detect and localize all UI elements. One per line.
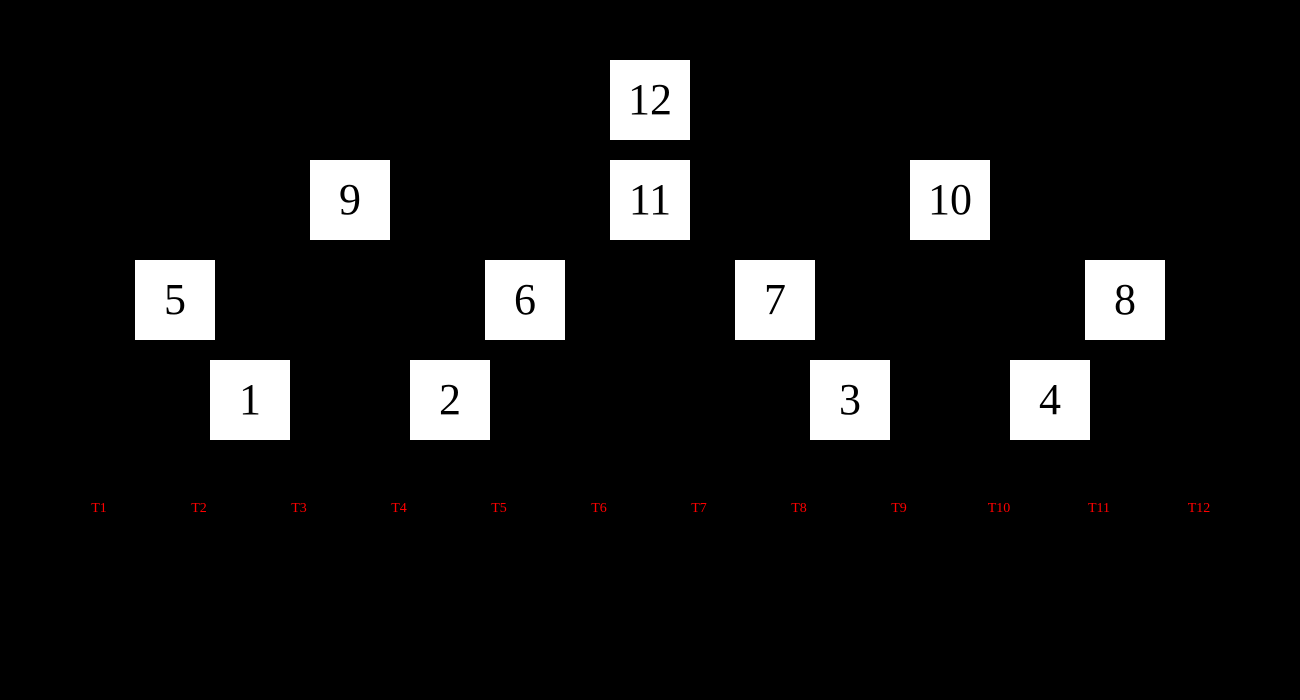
task-block-11[interactable]: 11 (610, 160, 690, 240)
task-block-10[interactable]: 10 (910, 160, 990, 240)
axis-tick-label-T1: T1 (91, 501, 107, 516)
task-block-label: 3 (839, 375, 861, 424)
task-block-label: 4 (1039, 375, 1061, 424)
axis-tick-label-T5: T5 (491, 501, 507, 516)
task-block-4[interactable]: 4 (1010, 360, 1090, 440)
axis-tick-label-T11: T11 (1087, 501, 1111, 516)
task-block-12[interactable]: 12 (610, 60, 690, 140)
task-block-label: 7 (764, 275, 786, 324)
axis-tick-label-T7: T7 (691, 501, 707, 516)
task-block-9[interactable]: 9 (310, 160, 390, 240)
task-block-5[interactable]: 5 (135, 260, 215, 340)
axis-tick-label-T10: T10 (987, 501, 1011, 516)
axis-tick-label-T2: T2 (191, 501, 207, 516)
task-block-label: 5 (164, 275, 186, 324)
task-block-6[interactable]: 6 (485, 260, 565, 340)
task-block-label: 12 (628, 75, 672, 124)
task-block-label: 10 (928, 175, 972, 224)
axis-tick-label-T4: T4 (391, 501, 407, 516)
task-block-1[interactable]: 1 (210, 360, 290, 440)
axis-tick-label-T3: T3 (291, 501, 307, 516)
task-block-7[interactable]: 7 (735, 260, 815, 340)
task-block-label: 8 (1114, 275, 1136, 324)
task-block-3[interactable]: 3 (810, 360, 890, 440)
task-block-label: 6 (514, 275, 536, 324)
task-block-label: 2 (439, 375, 461, 424)
task-block-label: 11 (628, 175, 672, 224)
axis-tick-label-T6: T6 (591, 501, 607, 516)
axis-tick-label-T12: T12 (1187, 501, 1211, 516)
task-block-label: 1 (239, 375, 261, 424)
task-block-label: 9 (339, 175, 361, 224)
task-block-8[interactable]: 8 (1085, 260, 1165, 340)
task-block-2[interactable]: 2 (410, 360, 490, 440)
axis-tick-label-T8: T8 (791, 501, 807, 516)
axis-tick-label-T9: T9 (891, 501, 907, 516)
